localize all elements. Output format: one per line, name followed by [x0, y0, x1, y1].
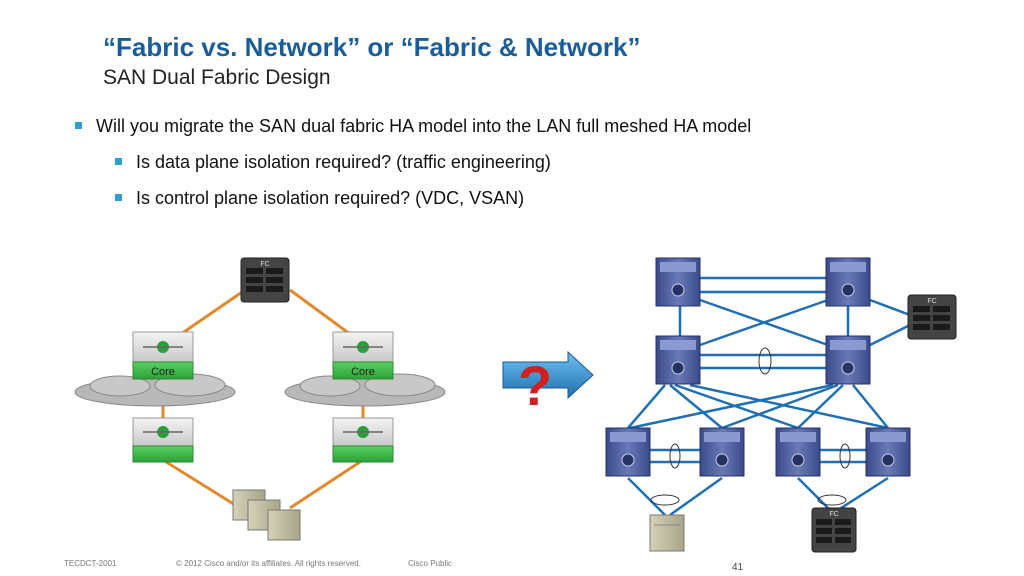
- bullet-square-icon: [75, 122, 82, 129]
- bullet-square-icon: [115, 194, 122, 201]
- nexus-switch: [699, 427, 745, 477]
- question-mark-icon: ?: [518, 354, 552, 417]
- migrate-arrow-icon: [502, 350, 594, 400]
- slide-title: “Fabric vs. Network” or “Fabric & Networ…: [103, 32, 641, 62]
- footer-copyright: © 2012 Cisco and/or its affiliates. All …: [176, 559, 361, 568]
- page-number: 41: [732, 562, 744, 573]
- fc-storage-top: FC: [240, 257, 290, 303]
- lan-links: [627, 276, 911, 517]
- nexus-switch: [775, 427, 821, 477]
- slide-subtitle: SAN Dual Fabric Design: [103, 66, 331, 89]
- core-switch-right: Core: [332, 331, 394, 380]
- footer-classification: Cisco Public: [408, 559, 453, 568]
- bullet-level2: Is data plane isolation required? (traff…: [115, 152, 551, 173]
- fc-label: FC: [829, 511, 838, 518]
- bullet-text: Is data plane isolation required? (traff…: [136, 152, 551, 172]
- bullet-text: Is control plane isolation required? (VD…: [136, 188, 525, 208]
- fc-label: FC: [260, 261, 269, 268]
- portchannel-ellipses: [650, 347, 851, 506]
- fc-storage-bottom: FC: [811, 507, 857, 553]
- nexus-switch: [825, 257, 871, 307]
- nexus-switch: [655, 257, 701, 307]
- edge-switch-right: [332, 417, 394, 463]
- server-stack: [232, 489, 301, 541]
- edge-switch-left: [132, 417, 194, 463]
- core-switch-left: Core: [132, 331, 194, 380]
- nexus-switch: [865, 427, 911, 477]
- bullet-level2: Is control plane isolation required? (VD…: [115, 188, 524, 209]
- nexus-switch: [655, 335, 701, 385]
- bullet-square-icon: [115, 158, 122, 165]
- nexus-switch: [605, 427, 651, 477]
- fc-storage-right: FC: [907, 294, 957, 340]
- core-label: Core: [351, 366, 375, 378]
- server: [649, 514, 685, 552]
- fc-label: FC: [927, 298, 936, 305]
- core-label: Core: [151, 366, 175, 378]
- footer-session-id: TECDCT-2001: [64, 559, 117, 568]
- bullet-text: Will you migrate the SAN dual fabric HA …: [96, 116, 752, 136]
- bullet-level1: Will you migrate the SAN dual fabric HA …: [75, 116, 751, 137]
- nexus-switch: [825, 335, 871, 385]
